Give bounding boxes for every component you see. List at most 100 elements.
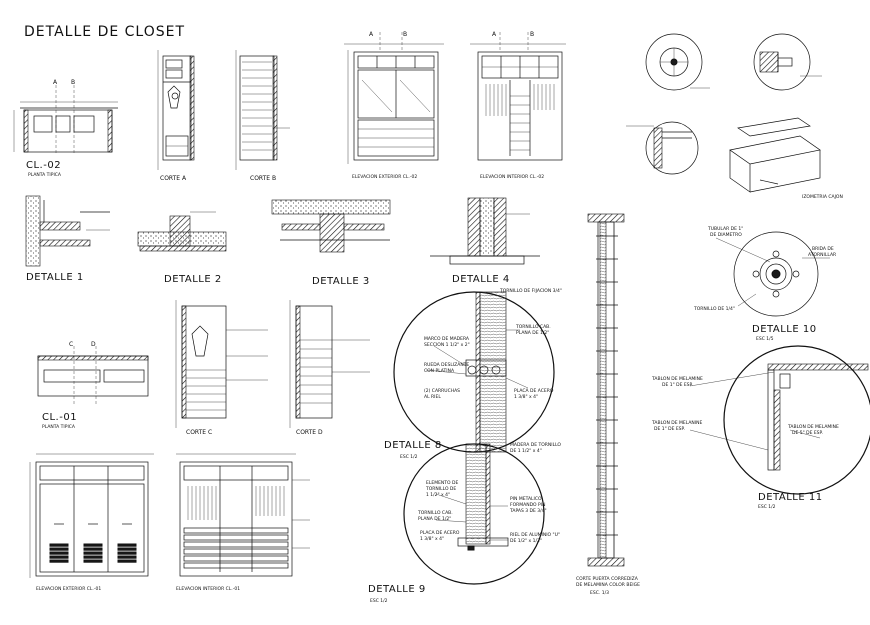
elev-int-01-view: ELEVACION INTERIOR CL.-01 (176, 453, 310, 592)
d8-note-tornillo-cab-1: TORNILLO CAB. (515, 324, 551, 330)
elev-ext-02-label: ELEVACION EXTERIOR CL.-02 (352, 174, 417, 180)
d9-note-elemento-3: 1 1/2" x 4" (426, 492, 450, 498)
detalle-4-label: DETALLE 4 (452, 274, 510, 285)
detalle-11-scale: ESC 1/2 (758, 504, 776, 510)
d8-note-madera-1: MADERA DE TORNILLO (510, 442, 561, 448)
vent-slat (83, 547, 103, 551)
detalle-11-label: DETALLE 11 (758, 492, 823, 503)
d8-note-tornillo-cab-2: PLANA DE 1/2" (516, 330, 549, 336)
drawer-front (183, 527, 289, 534)
detalle-9-label: DETALLE 9 (368, 584, 426, 595)
elev-ext-02-view: A B ELEVACION EXTERIOR CL.-02 (344, 31, 444, 180)
d8-note-marco-1: MARCO DE MADERA (424, 336, 470, 342)
d8-note-marco-2: SECCION 1 1/2" x 2" (424, 342, 470, 348)
drawer-front (183, 541, 289, 548)
hardware-detail-circle-1 (645, 33, 710, 91)
detalle-3-view: DETALLE 3 (271, 199, 391, 287)
d10-note-brida-2: ATORNILLAR (808, 252, 836, 258)
d9-note-pin-2: FORMANDO PIN (510, 502, 545, 508)
vent-slat (117, 555, 137, 559)
vent-slat (83, 559, 103, 563)
elev-int-02-view: A B ELEVACION INTERIOR CL.-02 (470, 31, 566, 180)
d11-note-b1: TABLON DE MELANINE (651, 420, 702, 426)
corte-puerta-view: CORTE PUERTA CORREDIZA DE MELAMINA COLOR… (576, 213, 640, 596)
detalle-8-scale: ESC 1/2 (400, 454, 418, 460)
cl02-plan-label: CL.-02 (26, 160, 61, 171)
d9-note-elemento-1: ELEMENTO DE (426, 480, 458, 486)
d9-note-tornillo-1: TORNILLO CAB. (417, 510, 453, 516)
elev-ext-01-view: ELEVACION EXTERIOR CL.-01 (29, 453, 154, 592)
d10-note-tubular-2: DE DIAMETRO (710, 232, 742, 238)
drawer-front (183, 534, 289, 541)
d11-note-c2: DE 5" DE ESP. (792, 430, 823, 436)
vent-slat (49, 555, 69, 559)
detalle-10-scale: ESC 1/5 (756, 336, 774, 342)
drawer-front (183, 548, 289, 555)
section-marker-d: D (91, 341, 96, 348)
cl01-plan-sub: PLANTA TIPICA (42, 424, 76, 430)
vent-slat (49, 543, 69, 547)
corte-c-view: CORTE C (175, 300, 268, 436)
detalle-10-view: TUBULAR DE 1" DE DIAMETRO BRIDA DE ATORN… (693, 226, 836, 342)
detalle-9-scale: ESC 1/2 (370, 598, 388, 604)
detalle-2-label: DETALLE 2 (164, 274, 222, 285)
detalle-9-view: ELEMENTO DE TORNILLO DE 1 1/2" x 4" TORN… (368, 443, 560, 604)
d9-note-placa-2: 1 3/8" x 4" (420, 536, 444, 542)
corte-c-label: CORTE C (186, 429, 212, 436)
elev-int-01-label: ELEVACION INTERIOR CL.-01 (176, 586, 240, 592)
cl01-plan-view: C D CL.-01 PLANTA TIPICA (37, 341, 149, 430)
d9-note-tornillo-2: PLANA DE 1/2" (418, 516, 451, 522)
corte-d-view: CORTE D (289, 300, 370, 436)
d10-note-tubular-1: TUBULAR DE 1" (707, 226, 743, 232)
vent-slat (83, 555, 103, 559)
d8-note-ruedas-2: CON PLATINA (424, 368, 455, 374)
detalle-11-view: TABLON DE MELAMINE DE 1" DE ESP. TABLON … (651, 345, 870, 510)
vent-slat (49, 559, 69, 563)
detalle-1-view: DETALLE 1 (25, 195, 110, 283)
d8-note-carrucha-1: (2) CARRUCHAS (424, 388, 460, 394)
d11-note-a1: TABLON DE MELAMINE (651, 376, 703, 382)
d9-note-placa-1: PLACA DE ACERO (420, 530, 460, 536)
detalle-3-label: DETALLE 3 (312, 276, 370, 287)
vent-slat (49, 547, 69, 551)
d9-note-riel-1: RIEL DE ALUMINIO "U" (510, 532, 560, 538)
d8-note-carrucha-2: AL RIEL (424, 394, 441, 400)
section-marker-a: A (53, 79, 58, 86)
corte-b-view: CORTE B (235, 50, 290, 182)
d10-note-tornillo: TORNILLO DE 1/4" (693, 306, 735, 312)
detalle-1-label: DETALLE 1 (26, 272, 84, 283)
d9-note-pin-3: TAPAS 3 DE 3/4" (509, 508, 547, 514)
hardware-detail-circle-3 (626, 121, 699, 175)
vent-slat (83, 543, 103, 547)
corte-puerta-line2: DE MELAMINA COLOR BEIGE (576, 582, 640, 588)
d11-note-c1: TABLON DE MELAMINE (787, 424, 839, 430)
elev-ext-01-label: ELEVACION EXTERIOR CL.-01 (36, 586, 101, 592)
vent-slat (117, 543, 137, 547)
vent-slat (117, 551, 137, 555)
corte-puerta-line1: CORTE PUERTA CORREDIZA (576, 576, 639, 582)
drawer-front (183, 555, 289, 562)
corte-b-label: CORTE B (250, 175, 276, 182)
detalle-4-view: DETALLE 4 (430, 197, 540, 285)
d8-note-madera-2: DE 1 1/2" x 4" (510, 448, 542, 454)
d8-note-tornillo-fijacion: TORNILLO DE FIJACION 3/4" (499, 288, 562, 294)
cl02-plan-view: A B CL.-02 PLANTA TIPICA (13, 79, 118, 178)
corte-puerta-scale: ESC. 1/3 (590, 590, 609, 596)
d10-note-brida-1: BRIDA DE (812, 246, 834, 252)
hardware-detail-circle-2 (753, 33, 822, 91)
elev-ext-02-marker-b: B (403, 31, 407, 38)
corte-d-label: CORTE D (296, 429, 323, 436)
elev-ext-02-marker-a: A (369, 31, 374, 38)
sheet-title: DETALLE DE CLOSET (24, 24, 185, 40)
elev-int-02-marker-b: B (530, 31, 534, 38)
elev-int-02-marker-a: A (492, 31, 497, 38)
detalle-8-view: TORNILLO DE FIJACION 3/4" TORNILLO CAB. … (384, 288, 562, 460)
detalle-10-label: DETALLE 10 (752, 324, 817, 335)
detalle-2-view: DETALLE 2 (137, 211, 227, 285)
d11-note-a2: DE 1" DE ESP. (662, 382, 693, 388)
d11-note-b2: DE 1" DE ESP. (654, 426, 685, 432)
corte-a-view: CORTE A (157, 50, 195, 182)
vent-slat (49, 551, 69, 555)
